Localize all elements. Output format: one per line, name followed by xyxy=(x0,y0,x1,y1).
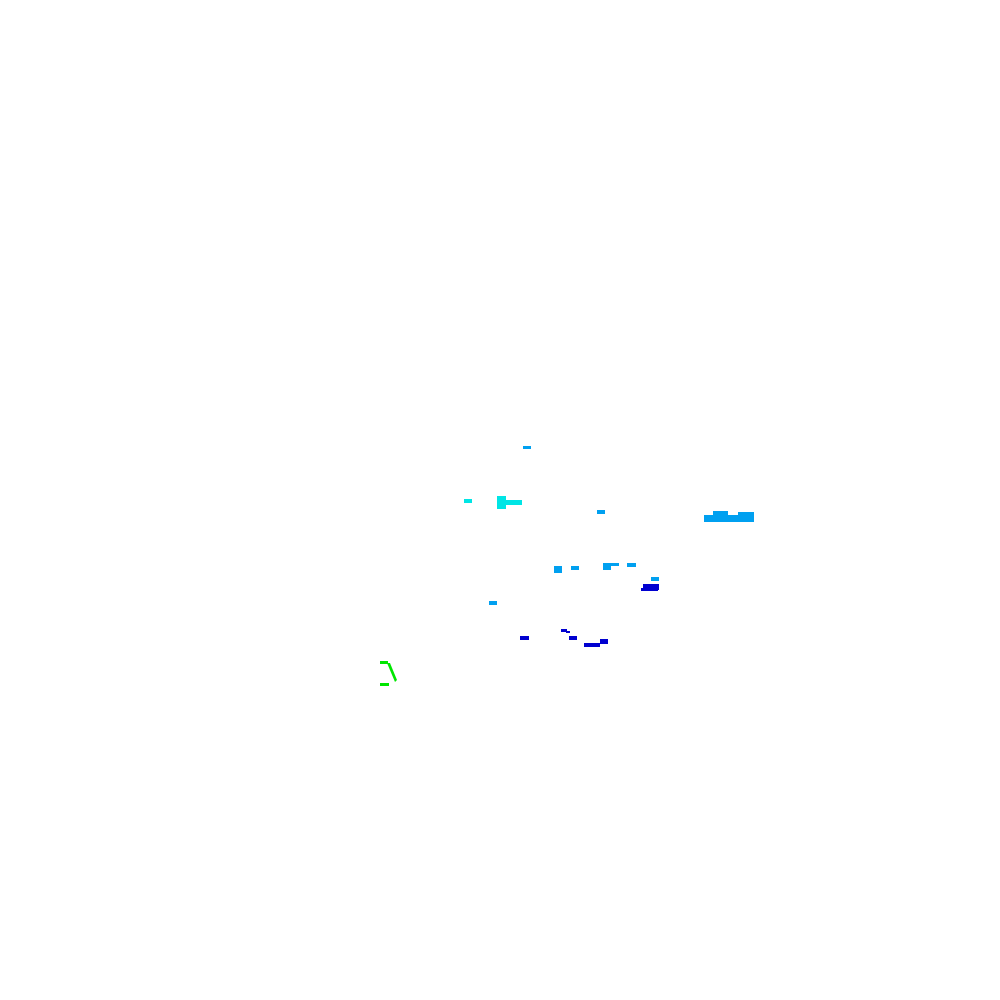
green-group xyxy=(380,661,397,686)
sky-blue-fragment xyxy=(704,515,754,522)
sky-blue-fragment xyxy=(489,601,497,605)
sky-blue-fragment xyxy=(523,446,531,449)
sky-blue-fragment xyxy=(627,563,636,567)
cyan-group xyxy=(464,496,522,509)
green-fragment xyxy=(380,661,388,664)
cyan-fragment xyxy=(497,496,506,509)
blue-fragment xyxy=(641,588,658,591)
sky-blue-fragment xyxy=(571,566,579,570)
cyan-fragment xyxy=(505,500,522,505)
blue-fragment xyxy=(561,629,567,632)
sky-blue-fragment xyxy=(651,577,659,581)
blue-fragment xyxy=(600,639,608,644)
blue-fragment xyxy=(569,636,577,640)
blue-fragment xyxy=(584,643,600,647)
sky-blue-fragment xyxy=(610,563,619,566)
green-fragment xyxy=(380,683,389,686)
sky-blue-fragment xyxy=(597,510,605,514)
sky-blue-group xyxy=(489,446,754,605)
blue-fragment xyxy=(643,584,659,590)
sky-blue-fragment xyxy=(713,511,728,516)
sky-blue-fragment xyxy=(554,566,562,573)
cyan-fragment xyxy=(464,499,472,503)
sky-blue-fragment xyxy=(738,512,754,517)
blue-fragment xyxy=(520,636,529,640)
green-fragment xyxy=(387,663,397,682)
sky-blue-fragment xyxy=(603,563,611,570)
blue-group xyxy=(520,584,659,647)
blue-fragment xyxy=(566,631,570,633)
